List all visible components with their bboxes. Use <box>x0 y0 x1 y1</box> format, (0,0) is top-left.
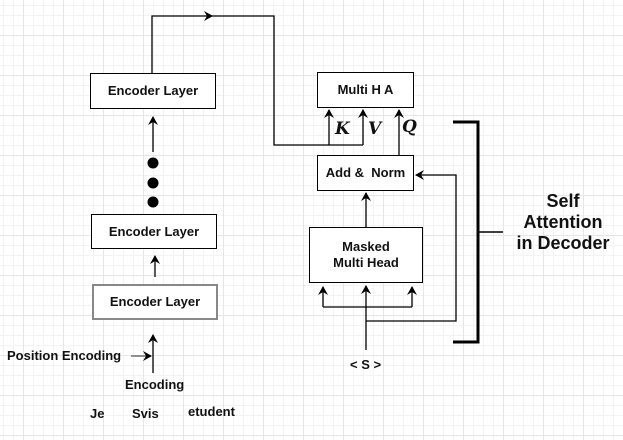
encoder-layer-label: Encoder Layer <box>107 83 199 98</box>
encoder-output-line <box>151 11 213 73</box>
input-token: Je <box>90 406 105 421</box>
ellipsis-dot <box>147 177 159 189</box>
self-attention-label-line3: in Decoder <box>516 233 610 253</box>
encoder-output-line-cont <box>210 15 363 146</box>
q-label: Q <box>402 117 417 137</box>
ellipsis-dot <box>147 157 159 169</box>
add-norm-label: Add & Norm <box>325 165 406 180</box>
masked-multi-head-label-line2: Multi Head <box>333 255 399 270</box>
self-attention-bracket <box>453 120 480 344</box>
encoder-layer-label: Encoder Layer <box>109 294 201 309</box>
input-token: Svis <box>132 406 159 421</box>
encoder-layer-label: Encoder Layer <box>108 223 200 239</box>
encoder-layer-middle: Encoder Layer <box>91 214 217 249</box>
self-attention-label: Self Attention in Decoder <box>508 191 618 254</box>
k-label: K <box>335 119 350 139</box>
self-attention-label-line2: Attention <box>523 212 603 232</box>
multi-head-attention-label: Multi H A <box>337 82 394 97</box>
masked-multi-head-label-line1: Masked <box>342 239 390 254</box>
start-token-label: < S > <box>350 357 382 372</box>
v-label: V <box>368 119 382 139</box>
residual-line <box>366 170 457 322</box>
input-token: etudent <box>188 404 235 419</box>
masked-multi-head-box: Masked Multi Head <box>309 227 423 283</box>
encoder-layer-bottom: Encoder Layer <box>92 284 218 320</box>
position-encoding-label: Position Encoding <box>7 348 122 363</box>
self-attention-label-line1: Self <box>546 191 580 211</box>
multi-head-attention-box: Multi H A <box>317 72 414 108</box>
add-norm-box: Add & Norm <box>317 155 414 191</box>
encoding-label: Encoding <box>125 377 185 392</box>
encoder-layer-top: Encoder Layer <box>90 73 216 109</box>
ellipsis-dot <box>147 196 159 208</box>
